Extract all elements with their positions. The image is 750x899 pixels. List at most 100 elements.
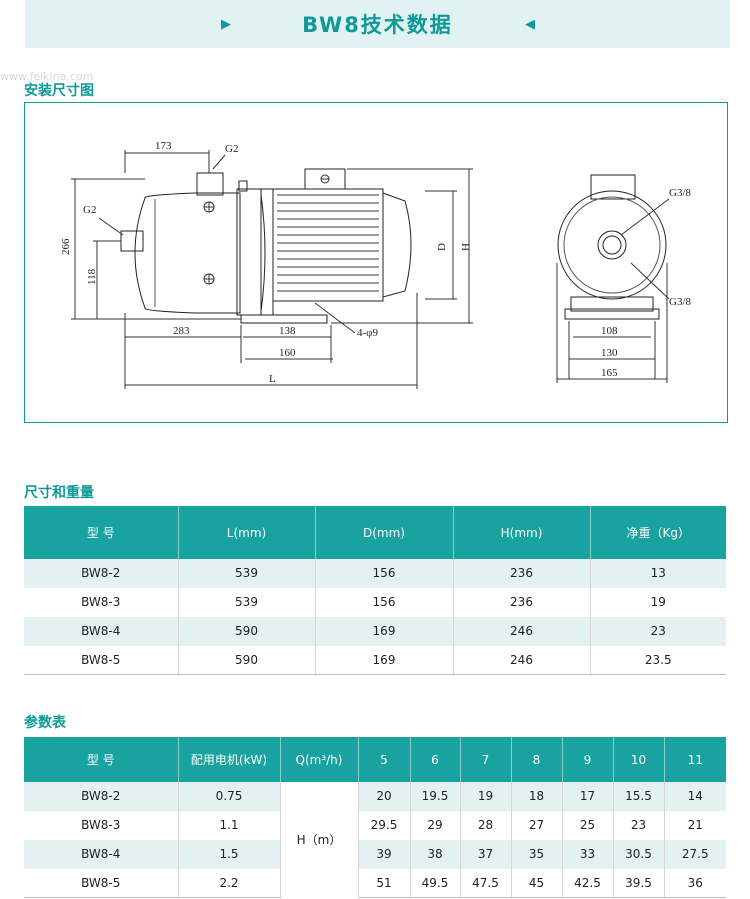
col-header: 6 [410,737,461,782]
front-casing [557,190,667,300]
label-g2-side: G2 [83,204,96,216]
cell-head: 19 [460,781,512,811]
cell-head: 17 [562,781,614,811]
col-header: Q(m³/h) [280,737,359,782]
cell-head: 36 [664,868,726,898]
cell-model: BW8-5 [24,868,179,898]
installation-drawing: 173 G2 G2 266 118 283 138 4-φ9 160 L D H [24,102,728,423]
section-title-install: 安装尺寸图 [24,83,94,99]
label-g38-bottom: G3/8 [669,296,692,308]
cell-D: 169 [315,616,454,646]
col-header: 配用电机(kW) [178,737,281,782]
cell-head: 33 [562,839,614,869]
table-row: BW8-2 0.75 H（m） 20 19.5 19 18 17 15.5 14 [24,781,726,898]
dim-108: 108 [601,325,618,337]
triangle-left-icon: ◀ [525,17,535,32]
cell-head: 35 [511,839,563,869]
col-header: 7 [460,737,512,782]
cell-head: 30.5 [613,839,665,869]
cell-H: 246 [453,616,591,646]
table-row: BW8-3 1.1 29.5 29 28 27 25 23 21 [24,810,726,840]
col-header: D(mm) [315,506,454,559]
table-header-row: 型 号 L(mm) D(mm) H(mm) 净重（Kg） [24,506,726,559]
cell-power: 2.2 [178,868,281,898]
top-outlet [196,172,224,196]
cell-head: 14 [664,781,726,811]
cell-power: 0.75 [178,781,281,811]
dim-118: 118 [86,268,98,285]
cell-power: 1.5 [178,839,281,869]
cell-model: BW8-2 [24,558,179,588]
label-g38-top: G3/8 [669,187,692,199]
cell-head: 45 [511,868,563,898]
cell-head: 49.5 [410,868,461,898]
cell-L: 590 [178,616,316,646]
col-header: 10 [613,737,665,782]
cell-head: 39.5 [613,868,665,898]
terminal-box [304,168,346,190]
dim-130: 130 [601,347,618,359]
cell-head: 29 [410,810,461,840]
col-header: 5 [358,737,411,782]
col-header: 9 [562,737,614,782]
dim-173: 173 [155,140,172,152]
col-header: 净重（Kg） [590,506,726,559]
table-row: BW8-5 590 169 246 23.5 [24,645,726,675]
pump-casing [134,192,241,314]
cell-weight: 23 [590,616,726,646]
dim-160: 160 [279,347,296,359]
cell-head: 29.5 [358,810,411,840]
cell-head: 42.5 [562,868,614,898]
motor-body [272,188,384,302]
cell-weight: 19 [590,587,726,617]
dim-266: 266 [60,238,72,255]
dim-283: 283 [173,325,190,337]
cell-weight: 13 [590,558,726,588]
title-banner: ▶ BW8技术数据 ◀ [25,0,730,48]
cell-model: BW8-5 [24,645,179,675]
cell-head: 19.5 [410,781,461,811]
col-header: H(mm) [453,506,591,559]
cell-head: 27 [511,810,563,840]
table-row: BW8-5 2.2 51 49.5 47.5 45 42.5 39.5 36 [24,868,726,898]
cell-head: 47.5 [460,868,512,898]
cell-head: 23 [613,810,665,840]
cell-L: 590 [178,645,316,675]
section-title-dimensions: 尺寸和重量 [24,485,94,501]
dim-L: L [269,373,276,385]
cell-L: 539 [178,587,316,617]
cell-head: 28 [460,810,512,840]
cell-head: 51 [358,868,411,898]
triangle-right-icon: ▶ [221,17,231,32]
cell-D: 169 [315,645,454,675]
table-row: BW8-2 539 156 236 13 [24,558,726,588]
cell-h-label: H（m） [280,781,359,898]
cell-H: 236 [453,558,591,588]
cell-model: BW8-4 [24,616,179,646]
cell-D: 156 [315,587,454,617]
side-inlet [120,230,144,252]
cell-head: 21 [664,810,726,840]
cell-model: BW8-4 [24,839,179,869]
label-g2-top: G2 [225,143,238,155]
dim-H: H [460,243,472,251]
cell-H: 236 [453,587,591,617]
cell-power: 1.1 [178,810,281,840]
col-header: 型 号 [24,506,179,559]
cell-head: 18 [511,781,563,811]
cell-model: BW8-2 [24,781,179,811]
watermark: www.feikina.com [0,70,94,83]
table-row: BW8-3 539 156 236 19 [24,587,726,617]
dim-D: D [436,243,448,251]
table-row: BW8-4 590 169 246 23 [24,616,726,646]
cell-head: 25 [562,810,614,840]
dim-138: 138 [279,325,296,337]
dim-hole: 4-φ9 [357,327,379,339]
parameters-table: 型 号 配用电机(kW) Q(m³/h) 5 6 7 8 9 10 11 BW8… [24,737,726,898]
cell-head: 15.5 [613,781,665,811]
col-header: 8 [511,737,563,782]
cell-D: 156 [315,558,454,588]
cell-head: 37 [460,839,512,869]
col-header: 11 [664,737,726,782]
col-header: 型 号 [24,737,179,782]
